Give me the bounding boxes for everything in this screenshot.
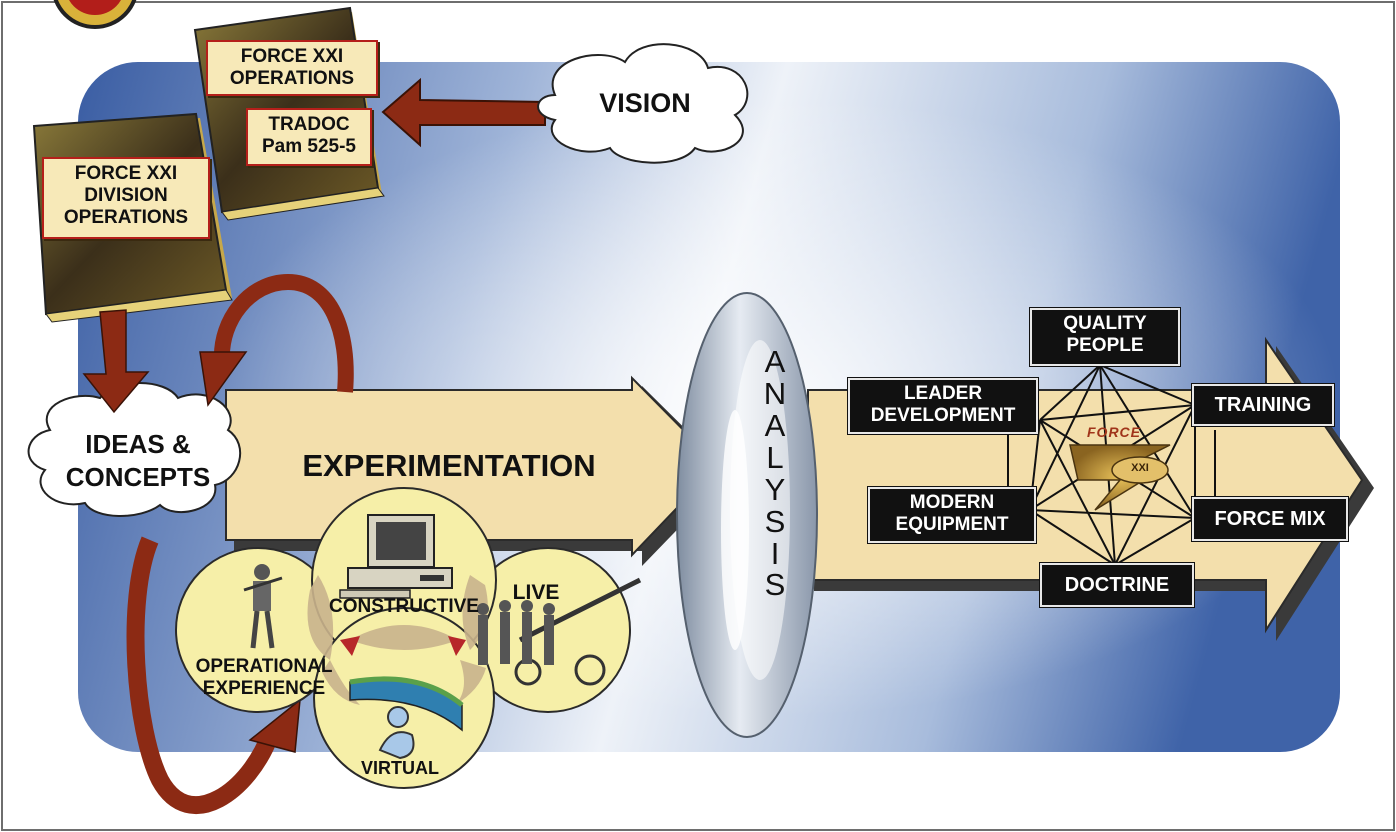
operational-line2: EXPERIENCE (202, 677, 326, 699)
analysis-letter: Y (764, 471, 786, 507)
modern-equipment-line2: EQUIPMENT (895, 513, 1009, 535)
analysis-letter: S (764, 567, 786, 603)
books-to-ideas-arrows (82, 273, 354, 414)
live-label: LIVE (512, 581, 560, 604)
book-tradoc-line1: TRADOC (268, 114, 350, 135)
quality-people-line2: PEOPLE (1066, 334, 1144, 356)
analysis-lens (676, 292, 818, 738)
analysis-letter: N (763, 375, 787, 411)
analysis-letter: I (770, 535, 780, 571)
leader-development-line1: LEADER (903, 383, 983, 404)
logo-word: FORCE (1087, 424, 1141, 440)
ideas-line1: IDEAS & (85, 429, 191, 459)
book-division-label: FORCE XXI DIVISION OPERATIONS (42, 157, 210, 239)
analysis-letter: S (764, 503, 786, 539)
force-xxi-logo (1069, 444, 1171, 511)
modern-equipment-box: MODERN EQUIPMENT (867, 486, 1037, 544)
feedback-arrow (126, 536, 301, 814)
force-mix-box: FORCE MIX (1191, 496, 1349, 542)
constructive-label: CONSTRUCTIVE (329, 596, 479, 617)
book-operations-line1: FORCE XXI (240, 46, 344, 67)
virtual-display-icon (349, 676, 464, 760)
analysis-letter: A (764, 407, 786, 443)
modern-equipment-line1: MODERN (909, 492, 995, 513)
artillery-crew-icon (477, 577, 642, 686)
book-tradoc-line2: Pam 525-5 (261, 135, 356, 157)
vision-label: VISION (599, 88, 691, 118)
analysis-letter: L (766, 439, 784, 475)
leader-development-box: LEADER DEVELOPMENT (847, 377, 1039, 435)
analysis-label: A N A L Y S I S (752, 346, 798, 601)
analysis-letter: A (764, 344, 786, 379)
emblem-icon (53, 0, 137, 29)
virtual-label: VIRTUAL (361, 758, 439, 778)
book-operations-label: FORCE XXI OPERATIONS (206, 40, 378, 96)
operational-line1: OPERATIONAL (195, 656, 333, 677)
book-division-line3: OPERATIONS (63, 206, 189, 228)
quality-people-line1: QUALITY (1063, 313, 1147, 334)
book-division-line2: DIVISION (84, 184, 168, 206)
training-box: TRAINING (1191, 383, 1335, 427)
doctrine-box: DOCTRINE (1039, 562, 1195, 608)
computer-icon (339, 514, 453, 599)
operational-label: OPERATIONAL EXPERIENCE (176, 656, 352, 700)
book-division-line1: FORCE XXI (74, 163, 178, 184)
quality-people-box: QUALITY PEOPLE (1029, 307, 1181, 367)
ideas-line2: CONCEPTS (65, 461, 211, 492)
soldier-icon (243, 564, 283, 649)
leader-development-line2: DEVELOPMENT (870, 404, 1016, 426)
book-tradoc-label: TRADOC Pam 525-5 (246, 108, 372, 166)
logo-suffix: XXI (1131, 462, 1149, 474)
experimentation-label: EXPERIMENTATION (302, 448, 596, 483)
vision-cloud (537, 43, 749, 164)
vision-arrow (381, 77, 546, 148)
book-operations-line2: OPERATIONS (229, 67, 355, 89)
ideas-label: IDEAS & CONCEPTS (38, 428, 238, 493)
